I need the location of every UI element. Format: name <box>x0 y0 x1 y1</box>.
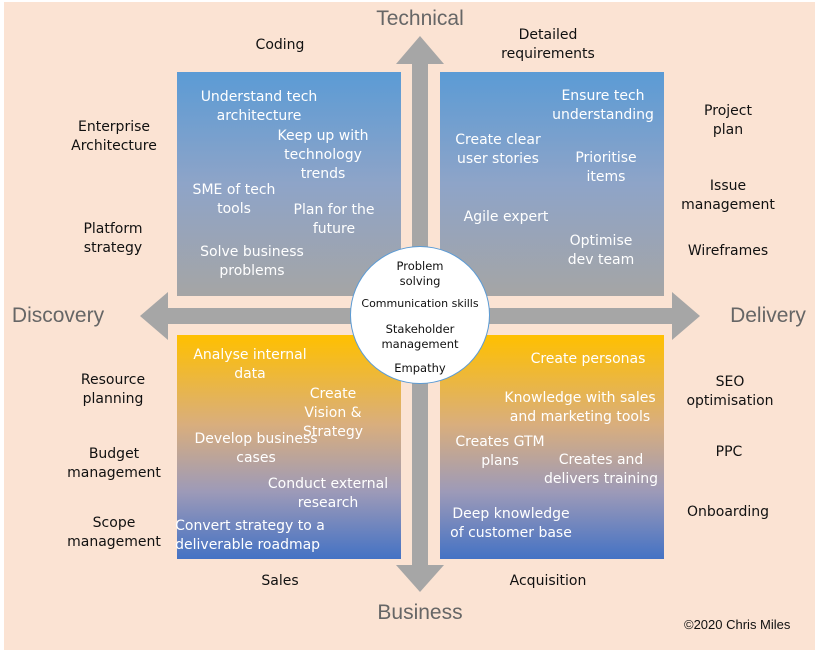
skill-label: Agile expert <box>463 209 549 225</box>
axis-label-discovery: Discovery <box>11 304 105 327</box>
outer-label: Wireframes <box>687 243 769 259</box>
core-skill: Empathy <box>394 361 446 375</box>
quadrant-top-left <box>177 72 401 296</box>
quadrant-bottom-left <box>177 335 401 559</box>
axis-label-technical: Technical <box>376 7 464 30</box>
arrow-right-icon <box>672 292 700 340</box>
outer-label: Coding <box>255 37 305 53</box>
quadrant-top-right <box>440 72 664 296</box>
axis-label-business: Business <box>377 601 463 624</box>
outer-label: Acquisition <box>509 573 587 589</box>
arrow-down-icon <box>396 565 444 592</box>
quadrant-bottom-right <box>440 335 664 559</box>
outer-label: Sales <box>261 573 299 589</box>
outer-label: Onboarding <box>687 504 769 520</box>
core-skill: Communication skills <box>361 297 479 310</box>
arrow-left-icon <box>140 292 168 340</box>
axis-label-delivery: Delivery <box>730 304 806 327</box>
skill-label: Create personas <box>530 351 646 367</box>
arrow-up-icon <box>396 36 444 64</box>
outer-label: PPC <box>715 444 743 460</box>
copyright: ©2020 Chris Miles <box>684 617 791 632</box>
